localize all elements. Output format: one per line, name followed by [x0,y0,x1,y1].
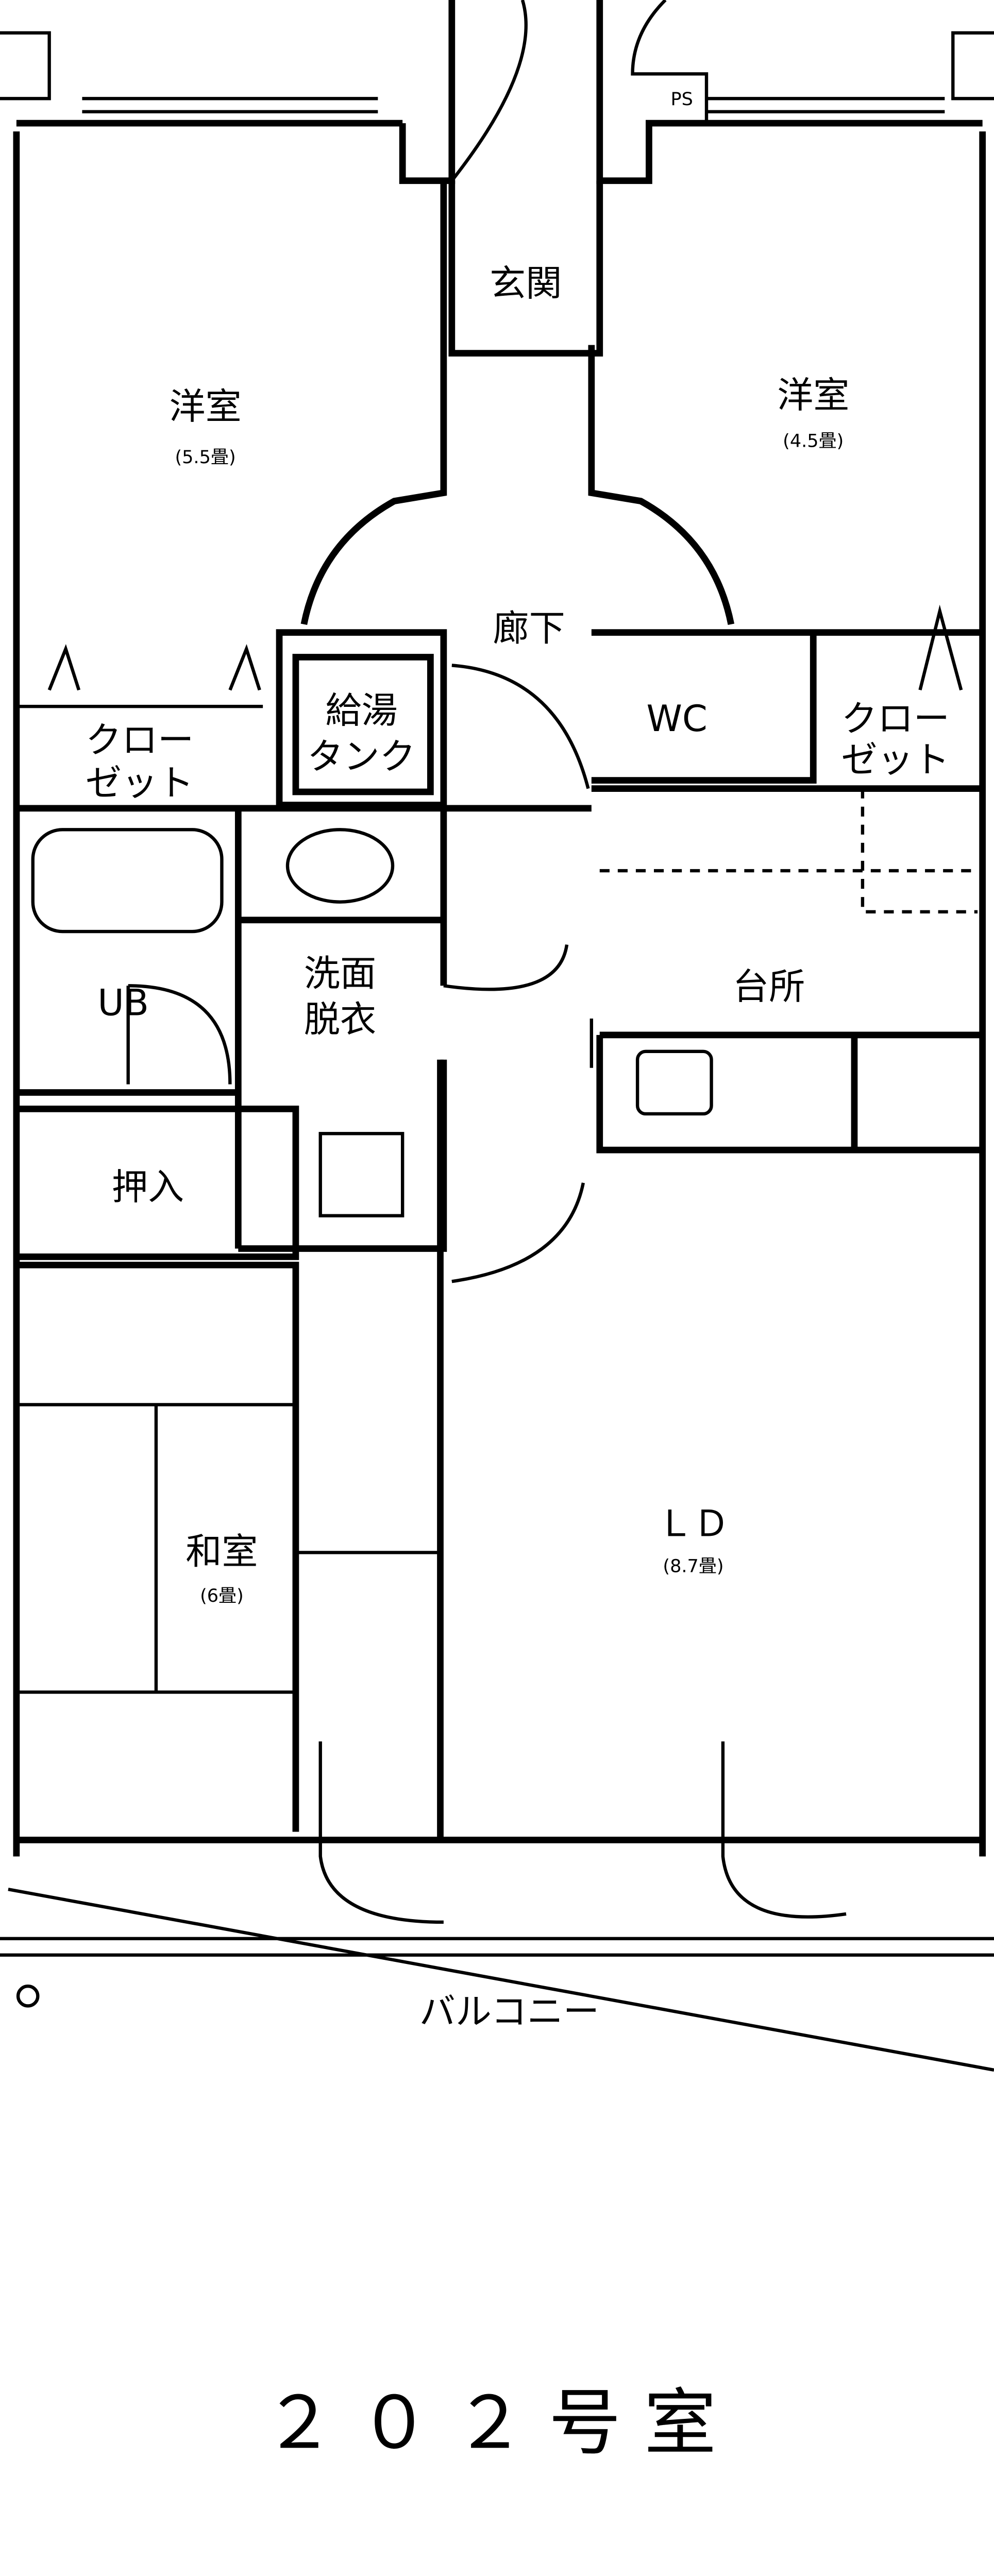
room-japanese-size: (6畳) [200,1585,244,1606]
unit-title: ２０２号室 [263,2381,739,2465]
closet-right-line1: クロー [841,698,950,740]
room-storage: 押入 [112,1166,184,1208]
balcony-label: バルコニー [419,1991,599,2033]
room-western-right-size: (4.5畳) [783,430,844,451]
room-hallway: 廊下 [493,607,565,650]
room-living-dining-size: (8.7畳) [663,1556,723,1577]
room-japanese: 和室 [186,1531,258,1573]
water-heater-line1: 給湯 [325,689,397,732]
room-washroom-line1: 洗面 [304,952,376,994]
room-western-right: 洋室 [777,374,849,416]
room-wc: WC [646,698,707,740]
room-unit-bath: UB [97,982,148,1024]
walls [0,0,994,2072]
room-living-dining: ＬＤ [657,1503,729,1545]
pipe-space-label: PS [670,89,693,110]
room-entrance: 玄関 [490,262,562,304]
closet-right-line2: ゼット [841,739,950,781]
room-western-left-size: (5.5畳) [175,447,235,468]
room-labels: 洋室 (5.5畳) 洋室 (4.5畳) 玄関 PS 廊下 給湯 タンク WC ク… [86,89,950,2032]
closet-left-line2: ゼット [86,761,194,804]
room-washroom-line2: 脱衣 [304,998,376,1041]
water-heater-line2: タンク [307,735,415,777]
closet-left-line1: クロー [86,719,194,761]
room-kitchen: 台所 [733,965,805,1008]
room-western-left: 洋室 [169,385,241,428]
